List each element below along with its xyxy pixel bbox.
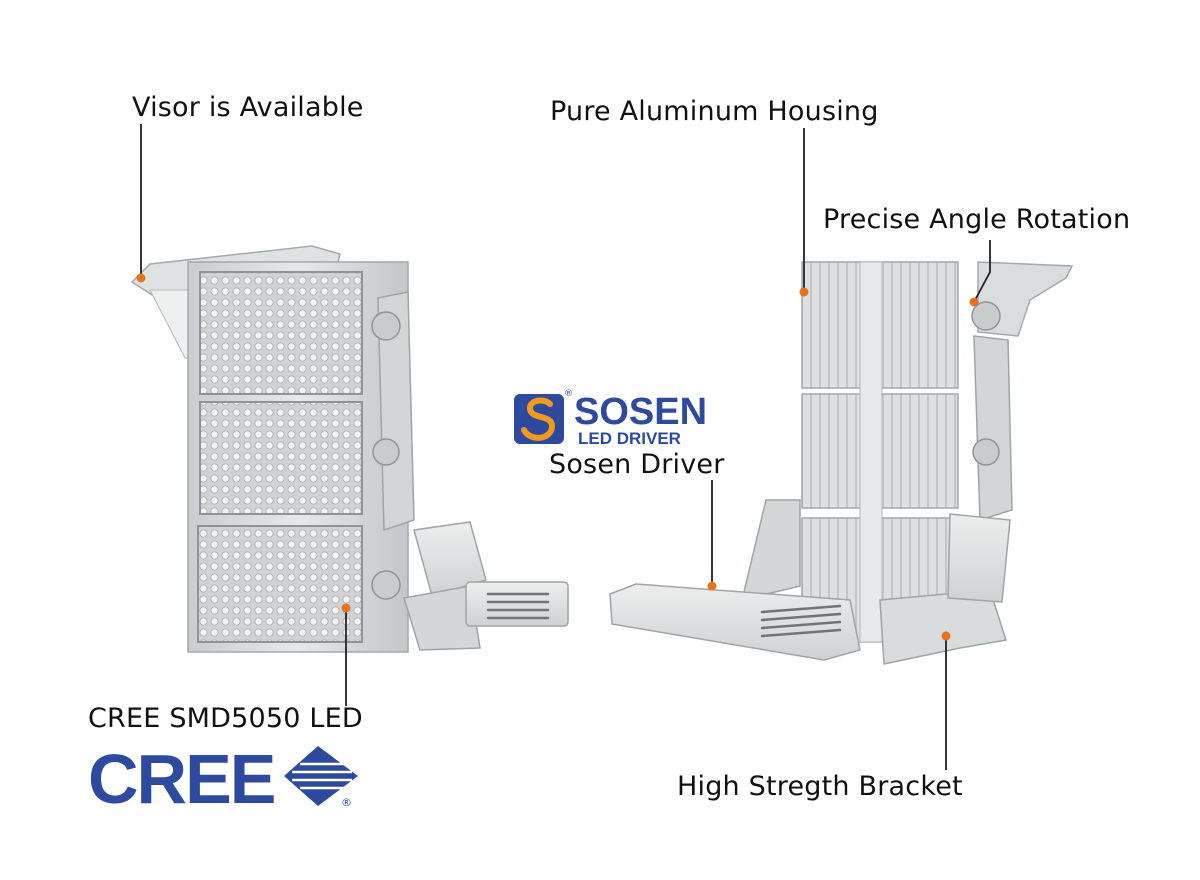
callout-housing: Pure Aluminum Housing — [550, 96, 879, 127]
callout-visor: Visor is Available — [132, 92, 364, 123]
driver-box — [609, 583, 861, 661]
callout-driver: Sosen Driver — [549, 449, 725, 480]
right-floodlight-rear-view — [609, 261, 1074, 665]
led-module-middle — [199, 401, 363, 515]
led-module-top — [199, 271, 363, 395]
dot-visor — [136, 273, 146, 283]
cree-logo: CREE ® — [88, 740, 358, 818]
sosen-logo: SOSEN LED DRIVER ® — [514, 389, 707, 448]
dot-bracket — [941, 631, 951, 641]
cree-registered: ® — [341, 796, 352, 809]
left-floodlight-front-view — [130, 245, 569, 653]
cree-diamond-icon — [284, 746, 358, 806]
cree-name: CREE — [88, 740, 274, 818]
dot-rotation — [969, 297, 979, 307]
callout-led: CREE SMD5050 LED — [88, 703, 363, 734]
callout-rotation: Precise Angle Rotation — [823, 204, 1131, 235]
led-module-bottom — [197, 525, 363, 643]
dot-driver — [707, 581, 717, 591]
sosen-subtitle: LED DRIVER — [578, 429, 681, 448]
dot-housing — [799, 287, 809, 297]
callout-dots — [136, 273, 979, 641]
callout-leaders — [140, 124, 991, 770]
sosen-registered: ® — [564, 389, 573, 399]
callout-bracket: High Stregth Bracket — [677, 771, 963, 802]
sosen-name: SOSEN — [574, 391, 707, 433]
dot-led — [341, 603, 351, 613]
